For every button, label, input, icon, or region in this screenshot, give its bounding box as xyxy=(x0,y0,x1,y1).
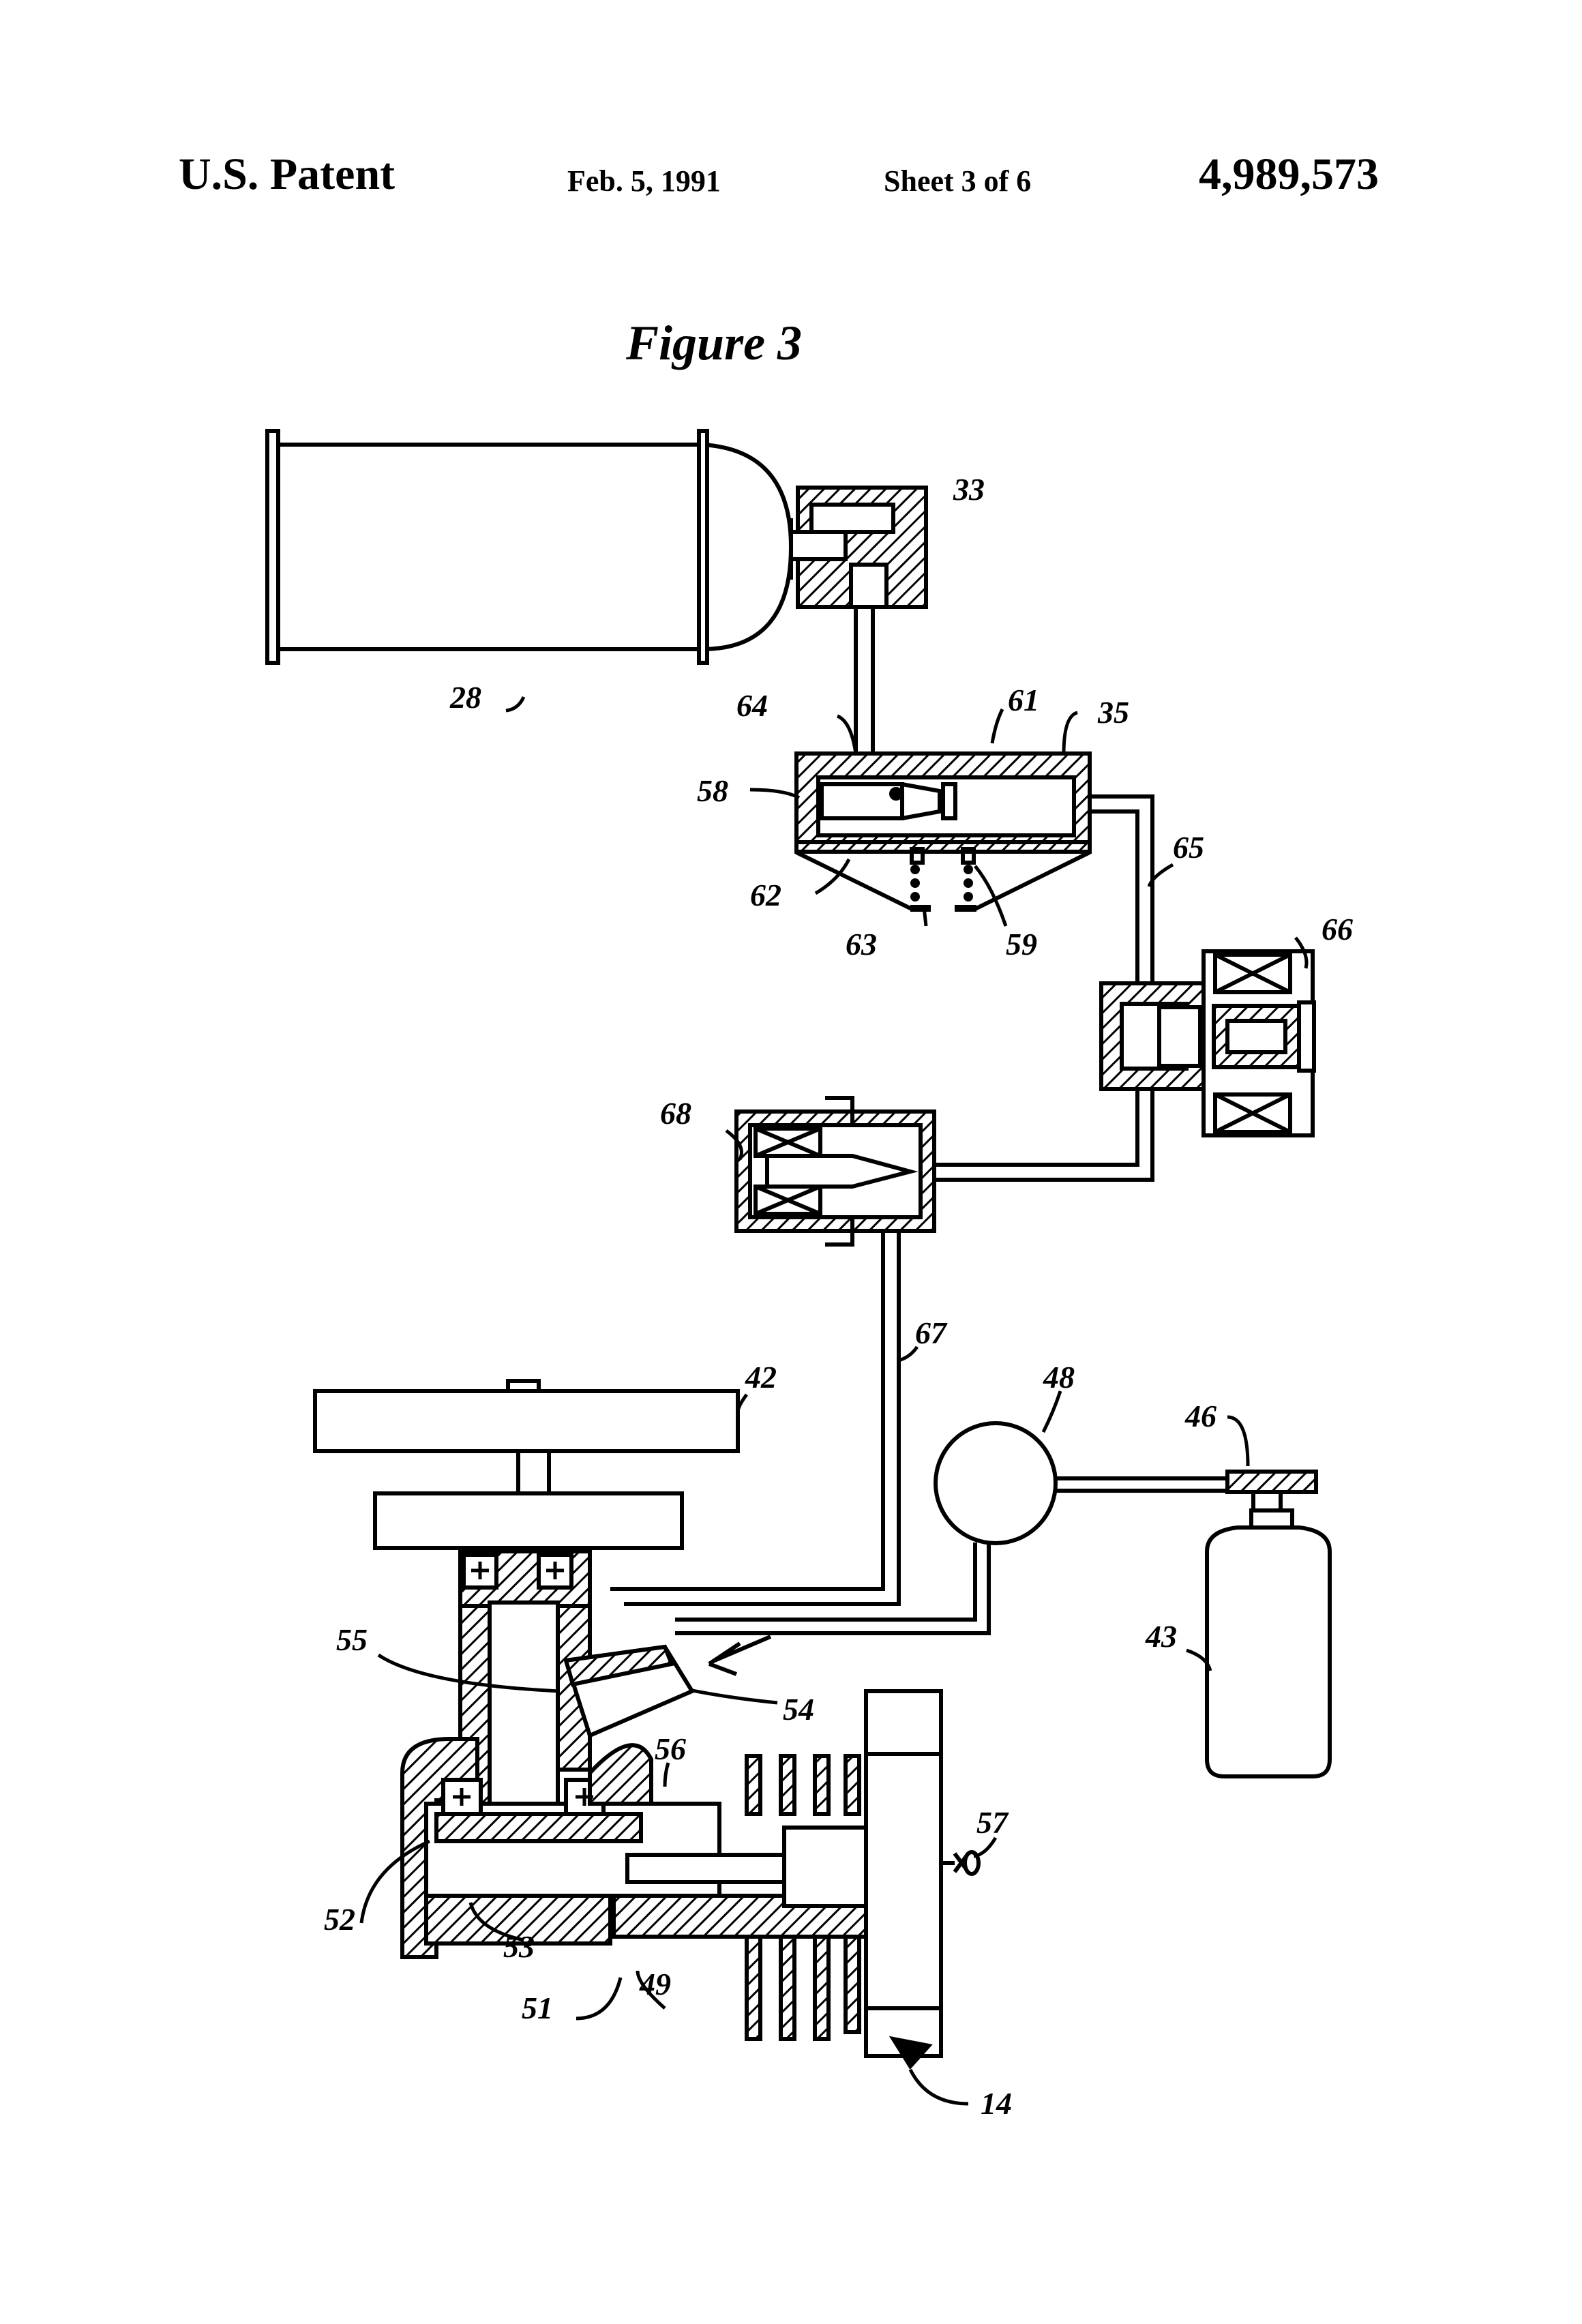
label-49: 49 xyxy=(639,1967,671,2001)
label-67: 67 xyxy=(915,1315,948,1350)
label-68: 68 xyxy=(660,1096,691,1131)
label-63: 63 xyxy=(846,927,877,962)
label-61: 61 xyxy=(1008,683,1039,717)
label-52: 52 xyxy=(324,1902,355,1937)
bottle-43 xyxy=(1207,1472,1330,1776)
tube-66-68 xyxy=(910,1089,1152,1180)
label-56: 56 xyxy=(655,1731,686,1766)
gauge-48 xyxy=(675,1423,1231,1633)
tube-65 xyxy=(1090,796,1152,985)
label-43: 43 xyxy=(1145,1619,1177,1654)
label-48: 48 xyxy=(1043,1360,1075,1395)
cylinder-valve-33 xyxy=(791,488,926,607)
label-66: 66 xyxy=(1322,912,1353,947)
label-64: 64 xyxy=(736,688,768,723)
label-55: 55 xyxy=(336,1622,368,1657)
solenoid-valve-68 xyxy=(736,1098,934,1245)
label-62: 62 xyxy=(750,878,781,912)
label-53: 53 xyxy=(503,1929,535,1964)
tube-33-35 xyxy=(856,607,873,757)
label-58: 58 xyxy=(697,773,728,808)
label-14: 14 xyxy=(981,2086,1012,2121)
air-intake-arrow xyxy=(709,1637,771,1674)
solenoid-valve-66 xyxy=(1101,951,1314,1135)
label-46: 46 xyxy=(1184,1399,1217,1433)
label-57: 57 xyxy=(976,1805,1009,1840)
label-65: 65 xyxy=(1173,830,1204,865)
gas-cylinder-28 xyxy=(267,431,791,663)
label-35: 35 xyxy=(1097,695,1129,730)
label-28: 28 xyxy=(449,680,481,715)
label-51: 51 xyxy=(522,1991,553,2025)
label-33: 33 xyxy=(953,472,985,507)
compressor-14 xyxy=(402,1551,979,2056)
regulator-35 xyxy=(796,754,1090,908)
label-59: 59 xyxy=(1006,927,1037,962)
label-42: 42 xyxy=(745,1360,777,1395)
label-54: 54 xyxy=(783,1692,814,1727)
